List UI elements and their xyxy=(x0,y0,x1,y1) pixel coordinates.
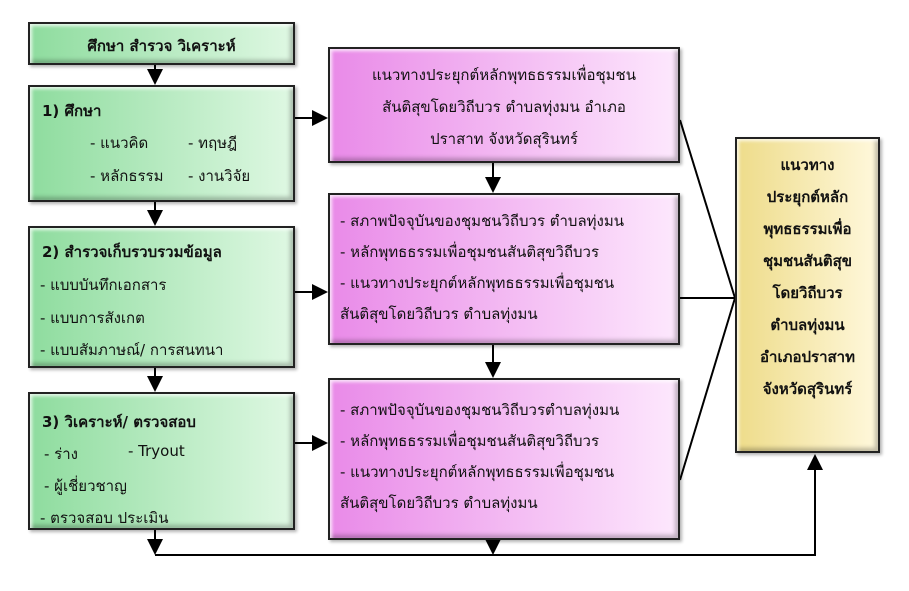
step2-item: - แบบการสังเกต xyxy=(40,309,145,327)
step3-item: - ร่าง xyxy=(44,445,78,463)
result-line: - หลักพุทธธรรมเพื่อชุมชนสันติสุขวิถีบวร xyxy=(340,243,600,261)
outcome-line: ตำบลทุ่งมน xyxy=(770,316,845,334)
outcome-line: ชุมชนสันติสุข xyxy=(762,252,853,270)
guideline-line: แนวทางประยุกต์หลักพุทธธรรมเพื่อชุมชน xyxy=(371,66,636,84)
step1-item: - หลักธรรม xyxy=(90,167,164,185)
header-box: ศึกษา สำรวจ วิเคราะห์ xyxy=(28,22,295,65)
step2-box: 2) สำรวจเก็บรวบรวมข้อมูล - แบบบันทึกเอกส… xyxy=(28,226,295,368)
result-line: - สภาพปัจจุบันของชุมชนวิถีบวร ตำบลทุ่งมน xyxy=(340,212,625,230)
step3-box: 3) วิเคราะห์/ ตรวจสอบ - ร่าง - Tryout - … xyxy=(28,392,295,530)
step2-item: - แบบบันทึกเอกสาร xyxy=(40,276,167,294)
step3-item: - ตรวจสอบ ประเมิน xyxy=(40,509,169,527)
guideline-box: แนวทางประยุกต์หลักพุทธธรรมเพื่อชุมชน สัน… xyxy=(328,47,680,163)
result-line: - หลักพุทธธรรมเพื่อชุมชนสันติสุขวิถีบวร xyxy=(340,432,600,450)
header-title: ศึกษา สำรวจ วิเคราะห์ xyxy=(87,37,236,55)
step3-item: - Tryout xyxy=(128,442,185,460)
step1-item: - แนวคิด xyxy=(90,134,149,152)
result-line: - แนวทางประยุกต์หลักพุทธธรรมเพื่อชุมชน xyxy=(340,463,615,481)
guideline-line: ปราสาท จังหวัดสุรินทร์ xyxy=(430,130,578,148)
outcome-line: โดยวิถีบวร xyxy=(772,284,843,302)
step2-title: 2) สำรวจเก็บรวบรวมข้อมูล xyxy=(42,243,222,261)
step1-item: - งานวิจัย xyxy=(188,167,251,185)
step1-item: - ทฤษฎี xyxy=(188,134,238,152)
outcome-line: แนวทาง xyxy=(780,156,835,174)
step2-item: - แบบสัมภาษณ์/ การสนทนา xyxy=(40,341,224,359)
outcome-line: พุทธธรรมเพื่อ xyxy=(763,220,852,238)
survey-results-box: - สภาพปัจจุบันของชุมชนวิถีบวร ตำบลทุ่งมน… xyxy=(328,193,680,345)
analysis-results-box: - สภาพปัจจุบันของชุมชนวิถีบวรตำบลทุ่งมน … xyxy=(328,378,680,540)
result-line: สันติสุขโดยวิถีบวร ตำบลทุ่งมน xyxy=(340,494,538,512)
guideline-line: สันติสุขโดยวิถีบวร ตำบลทุ่งมน อำเภอ xyxy=(382,98,626,116)
result-line: - สภาพปัจจุบันของชุมชนวิถีบวรตำบลทุ่งมน xyxy=(340,401,620,419)
step3-item: - ผู้เชี่ยวชาญ xyxy=(44,477,127,495)
outcome-line: อำเภอปราสาท xyxy=(760,348,855,366)
outcome-box: แนวทาง ประยุกต์หลัก พุทธธรรมเพื่อ ชุมชนส… xyxy=(735,137,880,453)
step1-box: 1) ศึกษา - แนวคิด - ทฤษฎี - หลักธรรม - ง… xyxy=(28,85,295,202)
result-line: - แนวทางประยุกต์หลักพุทธธรรมเพื่อชุมชน xyxy=(340,274,615,292)
outcome-line: ประยุกต์หลัก xyxy=(766,188,849,206)
outcome-line: จังหวัดสุรินทร์ xyxy=(762,380,853,398)
result-line: สันติสุขโดยวิถีบวร ตำบลทุ่งมน xyxy=(340,305,538,323)
step3-title: 3) วิเคราะห์/ ตรวจสอบ xyxy=(42,413,196,431)
step1-title: 1) ศึกษา xyxy=(42,102,102,120)
